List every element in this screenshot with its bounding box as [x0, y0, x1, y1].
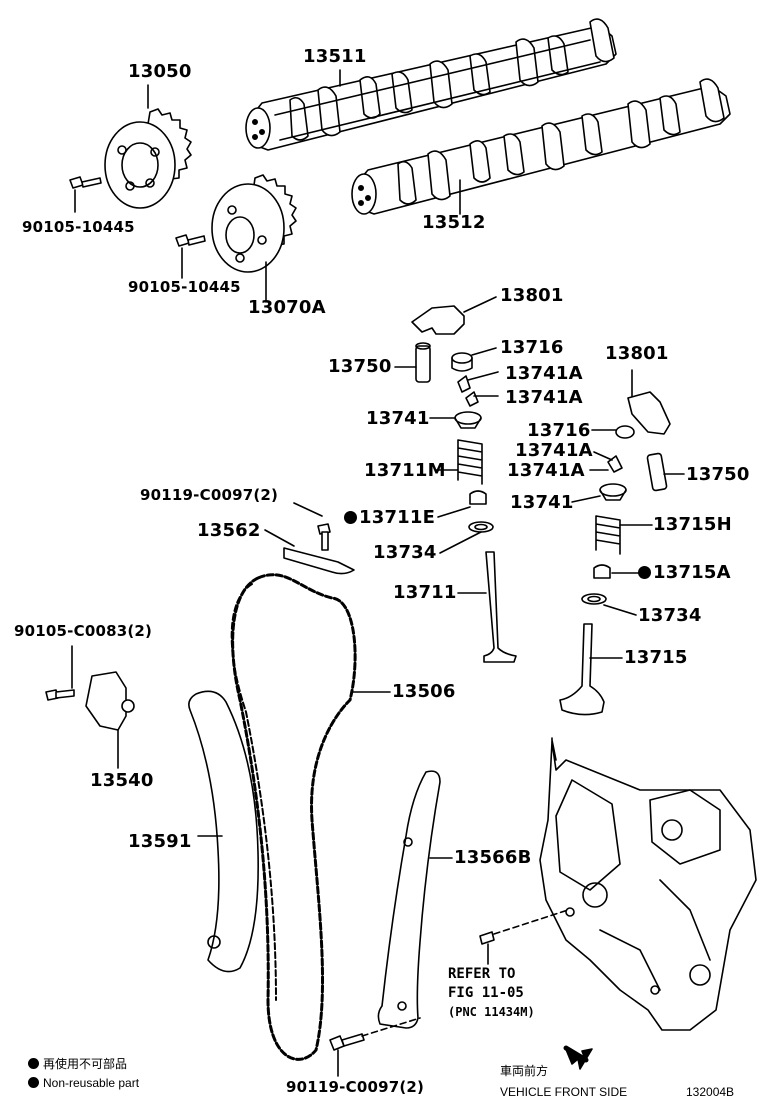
- non-reusable-mark: [344, 511, 357, 524]
- lash-adjuster-13750-a: [394, 342, 431, 383]
- valve-13711: [457, 551, 517, 663]
- label-13540: 13540: [90, 770, 154, 791]
- label-13711E-text: 13711E: [359, 507, 436, 528]
- non-reusable-mark: [638, 566, 651, 579]
- valve-tip-13716-a: [451, 347, 497, 372]
- chain-guide-13566B: [377, 770, 453, 1029]
- label-13050: 13050: [128, 61, 192, 82]
- rocker-arm-13801-a: [411, 296, 497, 335]
- figure-id: 132004B: [686, 1085, 735, 1099]
- label-90105-C0083: 90105-C0083(2): [14, 622, 153, 640]
- legend-bullet-icon: [28, 1077, 39, 1088]
- keepers-13741A-b: [589, 451, 623, 473]
- front-direction-arrow: [563, 1045, 593, 1070]
- chain-slipper-13591: [188, 690, 259, 973]
- label-13511: 13511: [303, 46, 367, 67]
- label-13715: 13715: [624, 647, 688, 668]
- bolt-90119-C0097-a: [293, 502, 331, 551]
- keepers-13741A-a: [457, 371, 499, 407]
- label-13741A-d: 13741A: [507, 460, 585, 481]
- spring-13711M: [435, 439, 483, 485]
- legend-en-text: Non-reusable part: [43, 1076, 140, 1090]
- valve-tip-13716-b: [591, 425, 635, 439]
- legend-en: Non-reusable part: [28, 1076, 139, 1091]
- bolt-90105-10445-a: [69, 176, 102, 213]
- direction-en: VEHICLE FRONT SIDE: [500, 1085, 628, 1099]
- retainer-13741-a: [429, 411, 482, 429]
- camshaft-13512: [351, 78, 731, 215]
- lash-adjuster-13750-b: [646, 452, 685, 492]
- label-13750-b: 13750: [686, 464, 750, 485]
- label-13741-b: 13741: [510, 492, 574, 513]
- seal-13711E: [437, 490, 487, 518]
- label-13566B: 13566B: [454, 847, 532, 868]
- label-90119-C0097-b: 90119-C0097(2): [286, 1078, 425, 1096]
- seal-13715A: [593, 564, 641, 579]
- label-13715A: 13715A: [638, 563, 731, 583]
- camshaft-13511: [245, 18, 617, 151]
- label-13716-a: 13716: [500, 337, 564, 358]
- label-90119-C0097-a: 90119-C0097(2): [140, 486, 279, 504]
- timing-chain-13506: [230, 573, 357, 1061]
- label-13711M: 13711M: [364, 460, 446, 481]
- rocker-arm-13801-b: [627, 369, 671, 435]
- cylinder-block-outline: [479, 737, 757, 1031]
- label-13512: 13512: [422, 212, 486, 233]
- bolt-90119-C0097-b: [329, 1017, 421, 1077]
- seat-13734-b: [581, 593, 637, 616]
- label-13734-b: 13734: [638, 605, 702, 626]
- label-13741-a: 13741: [366, 408, 430, 429]
- chain-tensioner-13540: [85, 671, 135, 769]
- spring-13715H: [595, 515, 653, 555]
- label-13562: 13562: [197, 520, 261, 541]
- valve-13715: [559, 623, 623, 716]
- bolt-90105-10445-b: [175, 234, 206, 279]
- label-13591: 13591: [128, 831, 192, 852]
- label-13741A-c: 13741A: [515, 440, 593, 461]
- label-13711: 13711: [393, 582, 457, 603]
- cam-gear-13070A: [211, 174, 297, 303]
- label-13506: 13506: [392, 681, 456, 702]
- label-13716-b: 13716: [527, 420, 591, 441]
- label-13711E: 13711E: [344, 508, 435, 528]
- label-13715A-text: 13715A: [653, 562, 731, 583]
- direction-jp: 車両前方: [500, 1064, 549, 1078]
- seat-13734-a: [439, 521, 494, 554]
- chain-guide-13562: [264, 529, 355, 575]
- legend-jp-text: 再使用不可部品: [43, 1057, 128, 1071]
- label-13734-a: 13734: [373, 542, 437, 563]
- label-90105-10445-a: 90105-10445: [22, 218, 135, 236]
- label-13750-a: 13750: [328, 356, 392, 377]
- retainer-13741-b: [571, 483, 627, 503]
- bolt-90105-C0083: [45, 645, 75, 701]
- label-13715H: 13715H: [653, 514, 732, 535]
- label-13070A: 13070A: [248, 297, 326, 318]
- refer-line-2: FIG 11-05: [448, 985, 524, 1001]
- refer-line-1: REFER TO: [448, 966, 516, 982]
- cam-gear-13050: [104, 108, 192, 209]
- refer-line-3: (PNC 11434M): [448, 1005, 535, 1019]
- label-90105-10445-b: 90105-10445: [128, 278, 241, 296]
- label-13801-a: 13801: [500, 285, 564, 306]
- legend-jp: 再使用不可部品: [28, 1057, 127, 1072]
- label-13741A-a: 13741A: [505, 363, 583, 384]
- legend-bullet-icon: [28, 1058, 39, 1069]
- label-13801-b: 13801: [605, 343, 669, 364]
- label-13741A-b: 13741A: [505, 387, 583, 408]
